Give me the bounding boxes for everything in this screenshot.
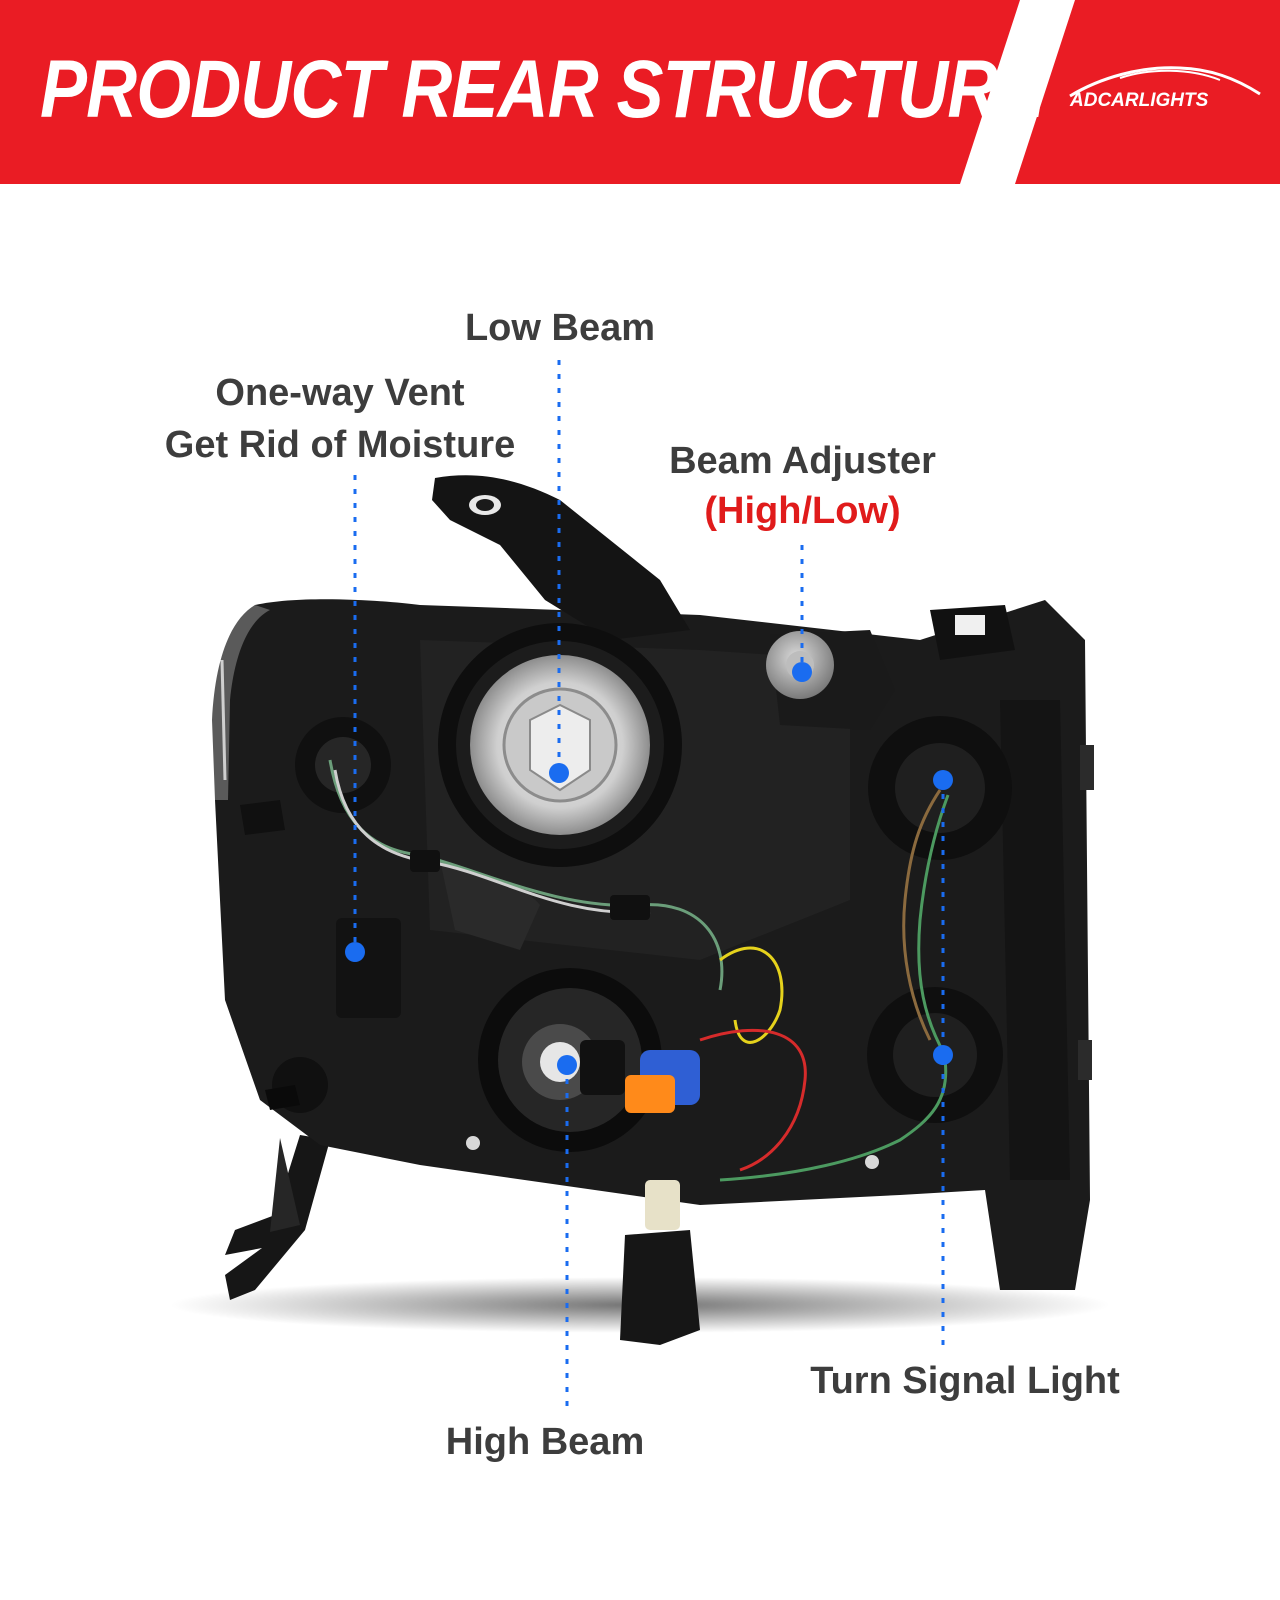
- label-low-beam: Low Beam: [464, 307, 656, 349]
- banner-background: [0, 0, 1280, 184]
- marker-dots: [345, 662, 953, 1075]
- label-vent-line2: Get Rid of Moisture: [164, 424, 516, 466]
- marker-high-beam: [557, 1055, 577, 1075]
- marker-vent: [345, 942, 365, 962]
- header-banner: PRODUCT REAR STRUCTURE ADCARLIGHTS: [0, 0, 1280, 184]
- wiring-harness: [328, 759, 950, 1182]
- label-vent-line1: One-way Vent: [215, 372, 465, 414]
- label-turn-signal: Turn Signal Light: [810, 1360, 1120, 1402]
- marker-turn-lower: [933, 1045, 953, 1065]
- lens-edge: [212, 605, 270, 800]
- car-silhouette-icon: [1069, 66, 1261, 98]
- label-adjuster-line2: (High/Low): [704, 490, 901, 532]
- marker-low-beam: [549, 763, 569, 783]
- marker-turn-upper: [933, 770, 953, 790]
- top-mount-arm: [432, 475, 690, 640]
- label-adjuster-line1: Beam Adjuster: [669, 440, 936, 482]
- brand-name: ADCARLIGHTS: [1070, 90, 1209, 111]
- marker-adjuster: [792, 662, 812, 682]
- harness-plug: [620, 1230, 700, 1345]
- one-way-vent-cap: [336, 918, 401, 1018]
- label-high-beam: High Beam: [445, 1421, 645, 1463]
- brand-logo: ADCARLIGHTS: [1060, 56, 1280, 126]
